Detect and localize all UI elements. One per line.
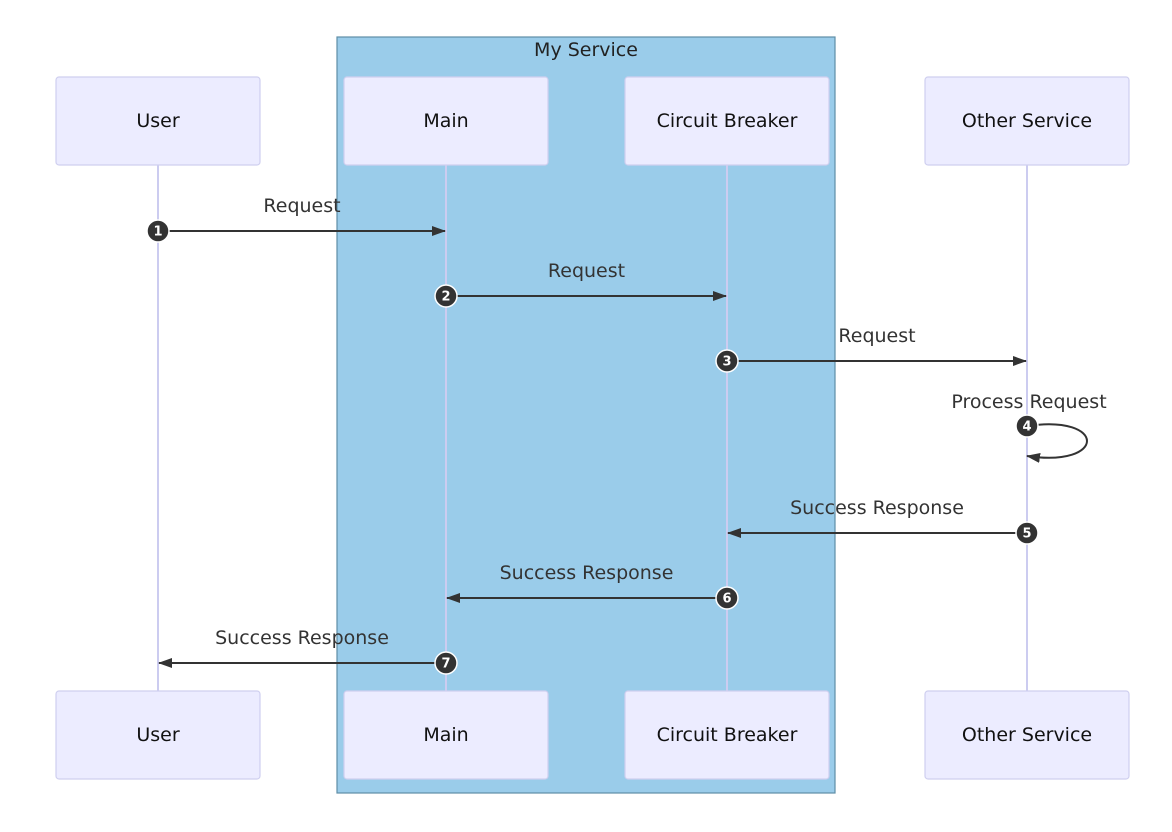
participant-box xyxy=(343,690,549,780)
message-label: Request xyxy=(263,195,340,217)
sequence-number-badge xyxy=(1015,521,1039,545)
message-6: Success Response 6 xyxy=(446,562,739,610)
sequence-number-badge xyxy=(434,651,458,675)
participant-box xyxy=(924,690,1130,780)
message-label: Request xyxy=(838,325,915,347)
sequence-number-badge xyxy=(715,586,739,610)
participant-user-top[interactable]: User xyxy=(55,76,261,166)
participant-cb-bottom[interactable]: Circuit Breaker xyxy=(624,690,830,780)
participant-label: Main xyxy=(423,110,468,132)
message-4: Process Request 4 xyxy=(951,391,1107,463)
participant-label: Circuit Breaker xyxy=(657,110,798,132)
sequence-number-badge xyxy=(434,284,458,308)
message-5: Success Response 5 xyxy=(727,497,1039,545)
message-1: Request 1 xyxy=(146,195,446,243)
participant-other-top[interactable]: Other Service xyxy=(924,76,1130,166)
participant-box xyxy=(924,76,1130,166)
participant-user-bottom[interactable]: User xyxy=(55,690,261,780)
participant-box xyxy=(624,690,830,780)
group-label: My Service xyxy=(534,39,638,61)
participant-box xyxy=(343,76,549,166)
message-label: Success Response xyxy=(215,627,389,649)
message-label: Success Response xyxy=(500,562,674,584)
sequence-number: 2 xyxy=(441,290,450,305)
participant-box xyxy=(624,76,830,166)
sequence-number-badge xyxy=(146,219,170,243)
participant-box xyxy=(55,76,261,166)
participant-cb-top[interactable]: Circuit Breaker xyxy=(624,76,830,166)
participant-label: Circuit Breaker xyxy=(657,724,798,746)
message-label: Process Request xyxy=(951,391,1106,413)
message-arrow xyxy=(1026,423,1088,463)
sequence-number: 4 xyxy=(1022,420,1031,435)
message-3: Request 3 xyxy=(715,325,1027,373)
participant-label: Other Service xyxy=(962,724,1092,746)
participant-label: Other Service xyxy=(962,110,1092,132)
participant-main-top[interactable]: Main xyxy=(343,76,549,166)
participant-label: User xyxy=(136,110,179,132)
participant-box xyxy=(55,690,261,780)
participant-label: User xyxy=(136,724,179,746)
message-2: Request 2 xyxy=(434,260,727,308)
message-label: Request xyxy=(548,260,625,282)
sequence-number: 3 xyxy=(722,355,731,370)
sequence-number-badge xyxy=(715,349,739,373)
message-7: Success Response 7 xyxy=(158,627,458,675)
sequence-number: 1 xyxy=(153,225,162,240)
participant-label: Main xyxy=(423,724,468,746)
sequence-number: 6 xyxy=(722,592,731,607)
sequence-number-badge xyxy=(1015,414,1039,438)
message-label: Success Response xyxy=(790,497,964,519)
participant-main-bottom[interactable]: Main xyxy=(343,690,549,780)
sequence-number: 5 xyxy=(1022,527,1031,542)
participant-other-bottom[interactable]: Other Service xyxy=(924,690,1130,780)
sequence-number: 7 xyxy=(441,657,450,672)
